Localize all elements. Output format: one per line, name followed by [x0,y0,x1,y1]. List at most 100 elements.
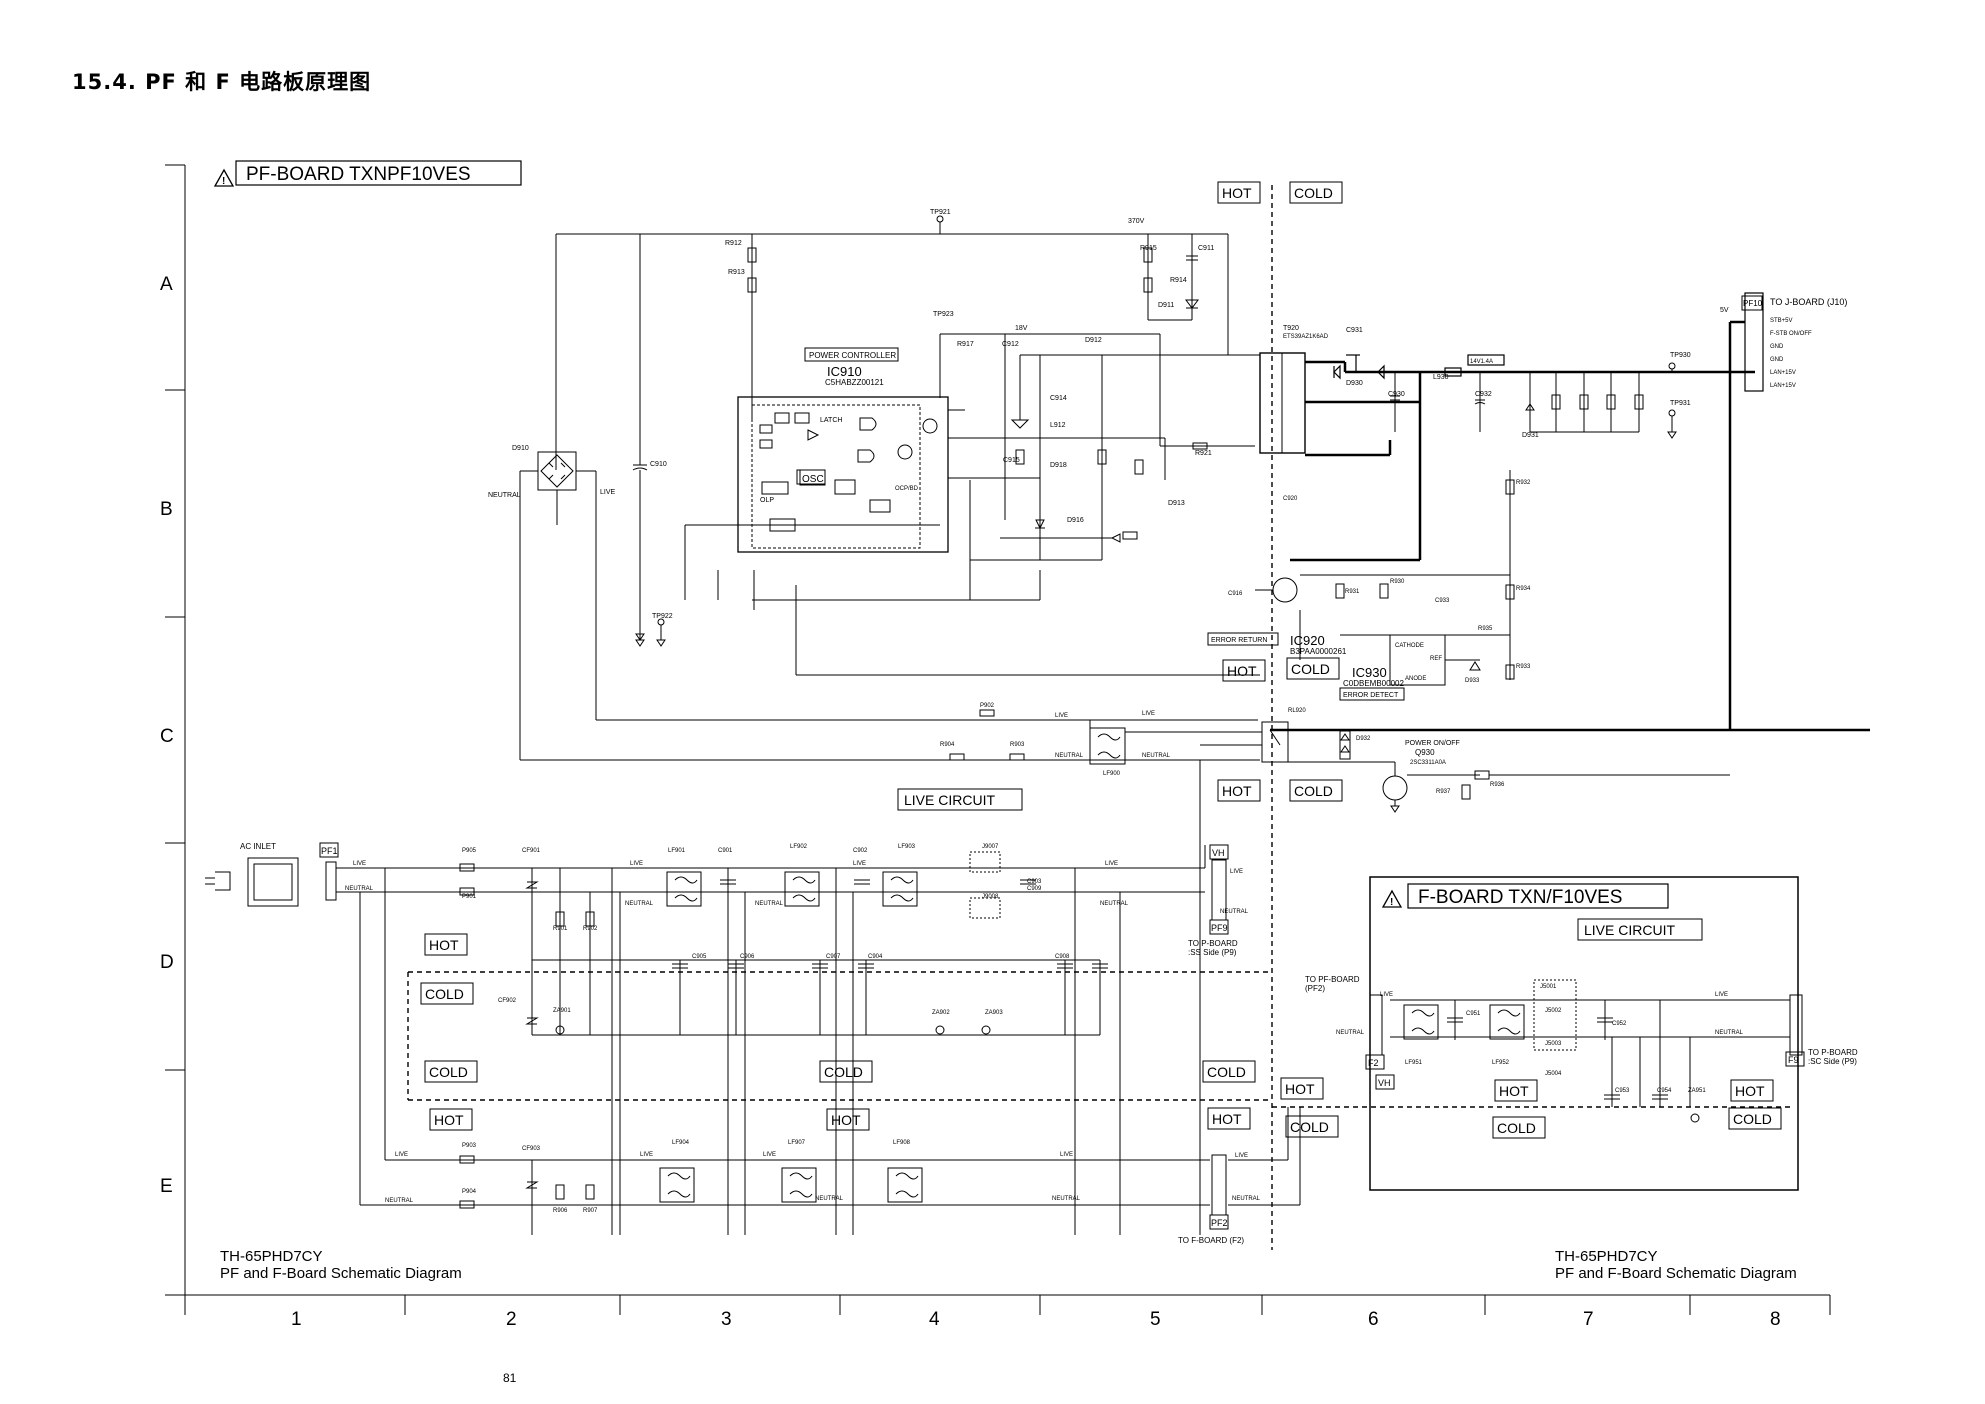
q930-part-label: 2SC3311A0A [1410,760,1446,766]
bulk-capacitor [632,234,648,647]
r936-label: R936 [1490,782,1505,788]
hot-label: HOT [1735,1083,1765,1099]
live-label: LIVE [1715,992,1728,998]
live-label: LIVE [1060,1152,1073,1158]
pf10-pin-label: LAN+15V [1770,383,1796,389]
r921-label: R921 [1195,450,1212,457]
r937-label: R937 [1436,789,1451,795]
live-label: LIVE [640,1152,653,1158]
cold-label: COLD [1497,1120,1536,1136]
c931-label: C931 [1346,327,1363,334]
col-label-1: 1 [291,1309,302,1330]
latch-label: LATCH [820,417,842,424]
hot-label: HOT [434,1112,464,1128]
to-f-board-label: TO F-BOARD (F2) [1178,1236,1244,1245]
primary-rail-370v [555,215,1260,470]
neutral-label: NEUTRAL [1715,1030,1744,1036]
pf10-pin-label: STB+5V [1770,318,1793,324]
r930-label: R930 [1390,579,1405,585]
ic930-label: IC930 [1352,665,1387,680]
to-p-board-sc-label: TO P-BOARD [1808,1048,1858,1057]
c914-label: C914 [1050,395,1067,402]
lf900-label: LF900 [1103,771,1121,777]
c916-label: C916 [1228,591,1243,597]
to-j-board-label: TO J-BOARD (J10) [1770,297,1847,307]
tp931-label: TP931 [1670,400,1691,407]
r935-label: R935 [1478,626,1493,632]
pf1-label: PF1 [321,846,338,856]
p905-label: P905 [462,848,477,854]
c909-label: C909 [1027,886,1042,892]
hot-label: HOT [1222,783,1252,799]
r901-label: R901 [553,926,568,932]
ic930-part-label: C0DBEMB00002 [1343,679,1404,688]
c910-label: C910 [650,461,667,468]
r933-label: R933 [1516,664,1531,670]
r913-label: R913 [728,269,745,276]
frame [165,164,1831,1315]
ref-label: REF [1430,656,1442,662]
cold-label: COLD [1733,1111,1772,1127]
hot-label: HOT [1285,1081,1315,1097]
bridge-rectifier [537,451,577,491]
r904-label: R904 [940,742,955,748]
pf10-connector: PF10 TO J-BOARD (J10) STB+5V F-STB ON/OF… [1741,292,1847,392]
d931-label: D931 [1522,432,1539,439]
live-label: LIVE [1105,861,1118,867]
row-label-e: E [160,1176,173,1197]
warning-icon [213,168,235,187]
t920-label: T920 [1283,325,1299,332]
p902-label: P902 [980,703,995,709]
feedback-section: CATHODE REF ANODE ERROR RETURN IC920 B3P… [1207,470,1531,701]
row-label-c: C [160,726,174,747]
live-circuit-label: LIVE CIRCUIT [1584,922,1675,938]
pf10-pin-label: LAN+15V [1770,370,1796,376]
to-p-board-ss-side-label: :SS Side (P9) [1188,948,1237,957]
f-board-circuit: F2 VH TO PF-BOARD (PF2) F9 TO P-BOARD :S… [1305,975,1858,1123]
lf901-label: LF901 [668,848,686,854]
v18-label: 18V [1015,325,1028,332]
r917-label: R917 [957,341,974,348]
row-label-a: A [160,274,173,295]
lf900-section: LF900 P902 R904 R903 LIVE NEUTRAL LIVE N… [940,703,1262,1235]
live-label: LIVE [1230,869,1243,875]
footer-right: TH-65PHD7CY PF and F-Board Schematic Dia… [1555,1248,1797,1282]
ic910-part-label: C5HABZZ00121 [825,378,884,387]
neutral-label: NEUTRAL [1220,909,1249,915]
col-label-8: 8 [1770,1309,1781,1330]
vh-label: VH [1378,1078,1391,1088]
j9008-label: J9008 [982,894,999,900]
d933-label: D933 [1465,678,1480,684]
c912-label: C912 [1002,341,1019,348]
row-label-b: B [160,499,173,520]
page-title: 15.4. PF 和 F 电路板原理图 [72,70,372,94]
lf952-label: LF952 [1492,1060,1510,1066]
ic920-part-label: B3PAA0000261 [1290,647,1347,656]
za951-label: ZA951 [1688,1088,1706,1094]
col-label-4: 4 [929,1309,940,1330]
diagram-description-right: PF and F-Board Schematic Diagram [1555,1265,1797,1282]
relay-section: RL920 D932 POWER ON/OFF Q930 2SC3311A0A … [1261,708,1730,813]
za903-label: ZA903 [985,1010,1003,1016]
l930-label: L930 [1433,374,1449,381]
j5001-label: J5001 [1540,984,1557,990]
pf10-pin-label: GND [1770,344,1784,350]
live-label: LIVE [853,861,866,867]
zone-labels: HOT COLD HOT COLD HOT COLD HOT COLD COLD… [420,181,1782,1139]
col-label-3: 3 [721,1309,732,1330]
to-p-board-sc-side-label: :SC Side (P9) [1808,1057,1857,1066]
d918-label: D918 [1050,462,1067,469]
c920-label: C920 [1283,496,1298,502]
lf903-label: LF903 [898,844,916,850]
r906-label: R906 [553,1208,568,1214]
hot-label: HOT [1212,1111,1242,1127]
t920-part-label: ETS39AZ1K6AD [1283,334,1329,340]
col-label-5: 5 [1150,1309,1161,1330]
f-board-title: F-BOARD TXN/F10VES [1418,887,1622,908]
col-label-2: 2 [506,1309,517,1330]
c932-label: C932 [1475,391,1492,398]
neutral-label: NEUTRAL [385,1198,414,1204]
ocp-label: OCP/BD [895,486,919,492]
neutral-label: NEUTRAL [625,901,654,907]
hot-label: HOT [1222,185,1252,201]
